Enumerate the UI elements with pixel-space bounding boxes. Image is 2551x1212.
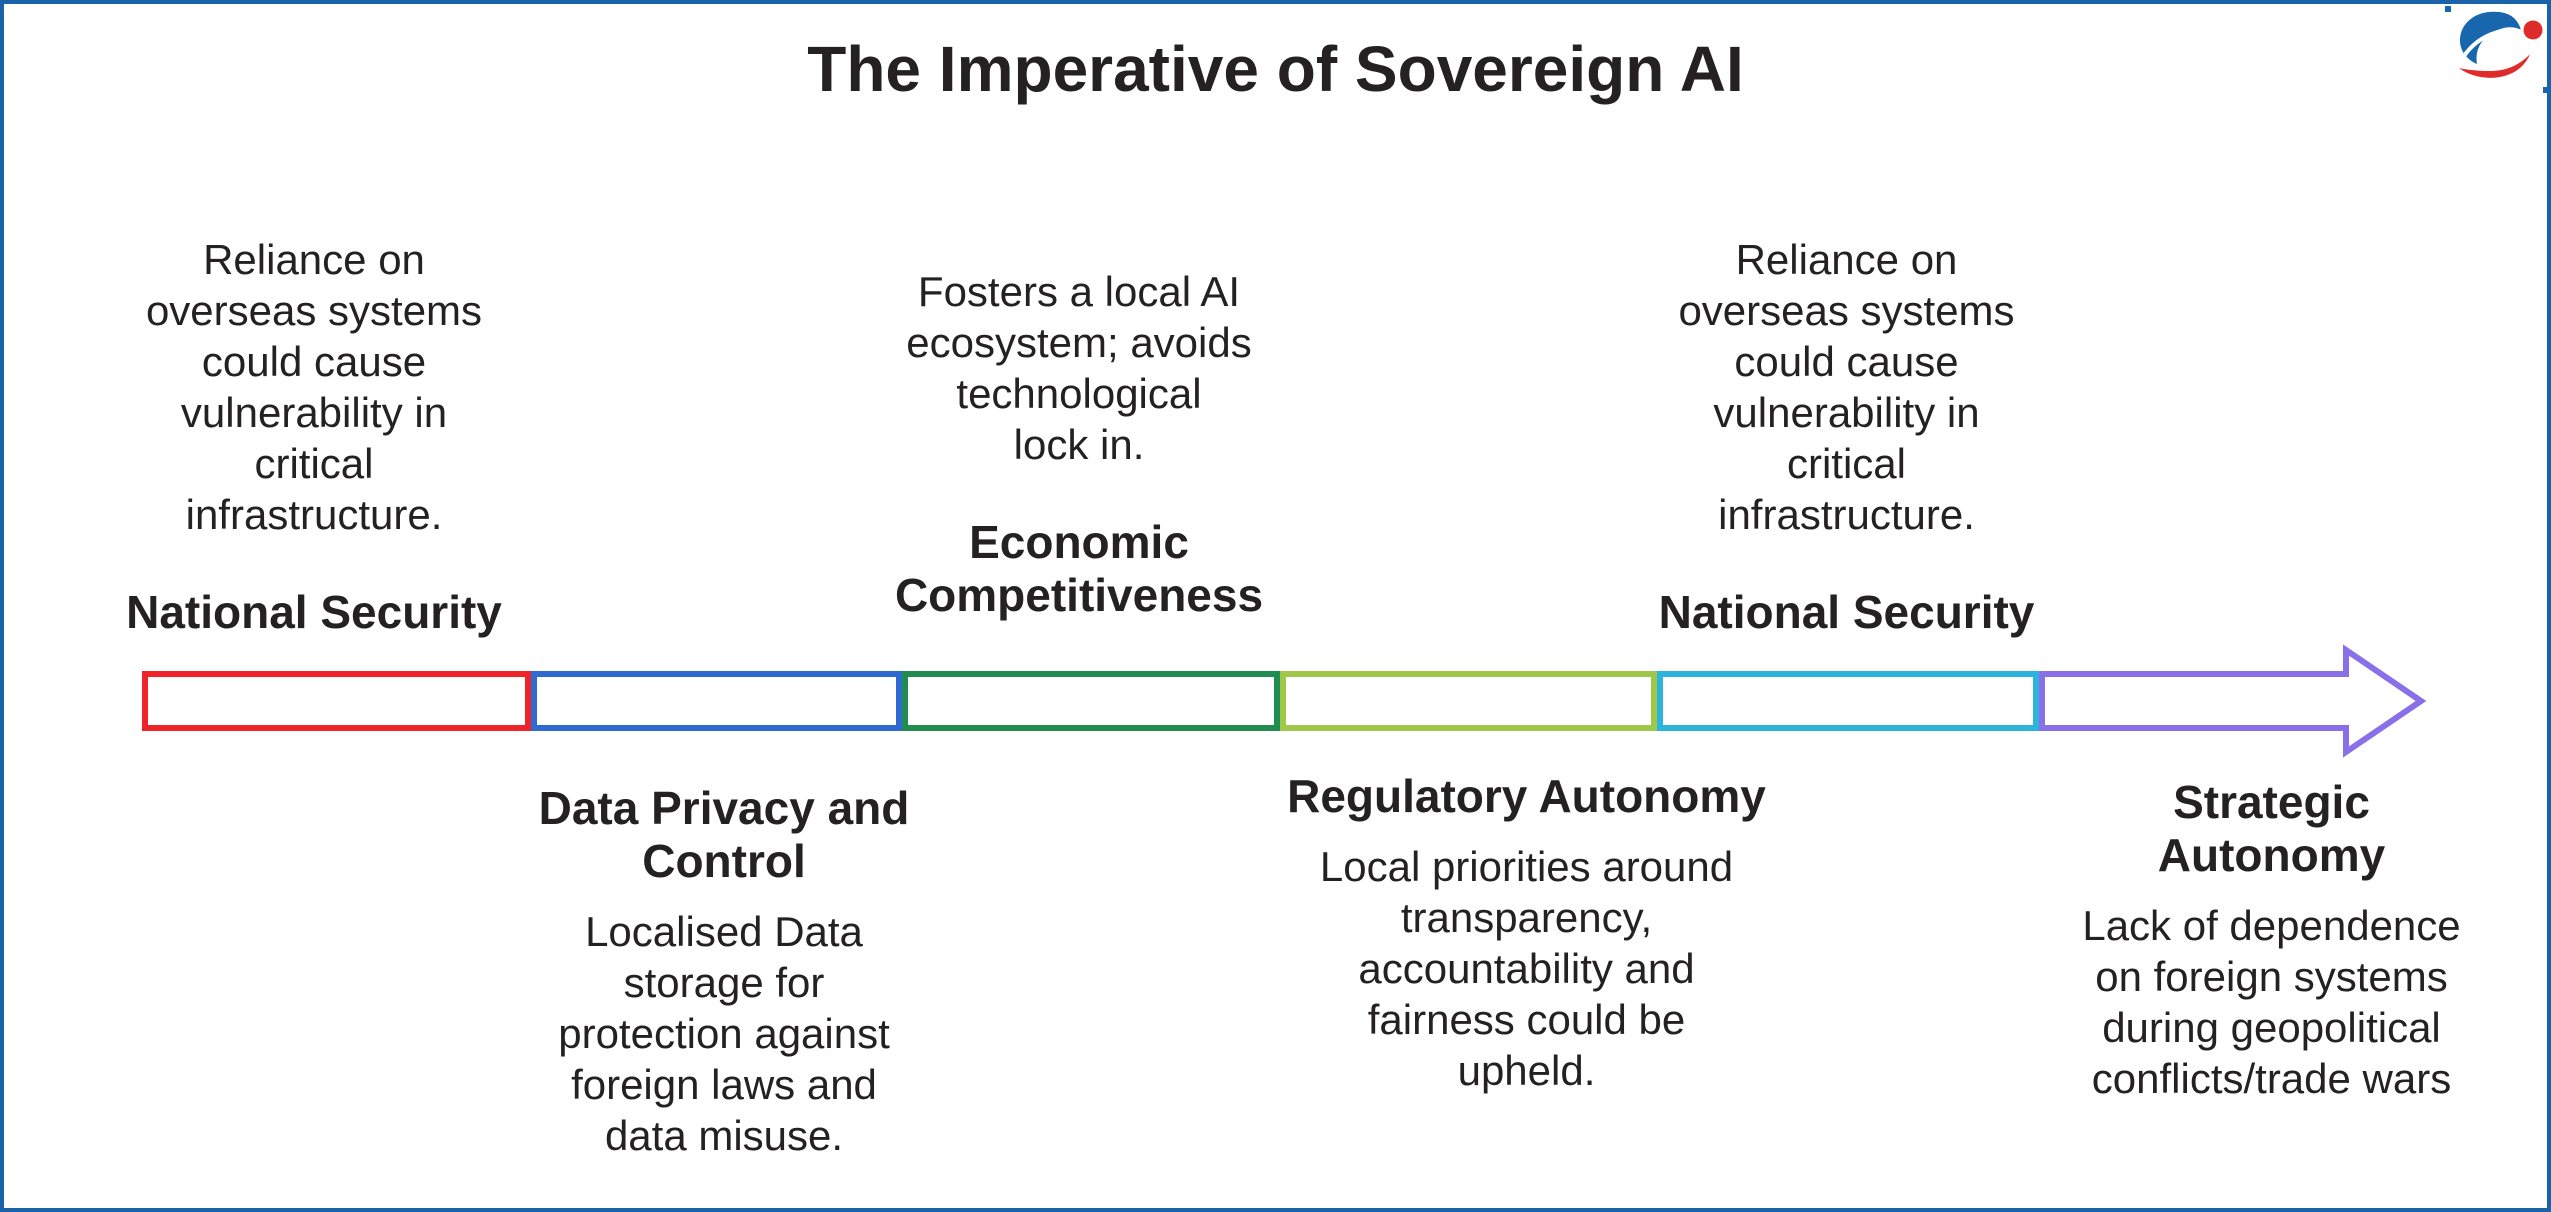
arrow-segment-4 xyxy=(1280,671,1657,731)
page-title: The Imperative of Sovereign AI xyxy=(807,33,1744,105)
block-body-text: Fosters a local AI ecosystem; avoids tec… xyxy=(906,268,1252,468)
logo-white-swoosh xyxy=(2462,28,2525,58)
block-body-text: Reliance on overseas systems could cause… xyxy=(1678,236,2015,538)
logo-blue-sphere xyxy=(2459,11,2521,65)
block-regulatory-autonomy: Regulatory Autonomy Local priorities aro… xyxy=(1239,770,1814,1096)
block-heading: Strategic Autonomy xyxy=(2157,776,2386,881)
logo-red-dot xyxy=(2523,20,2543,40)
arrow-segment-2 xyxy=(531,671,902,731)
company-logo xyxy=(2444,4,2547,95)
block-data-privacy-control: Data Privacy and Control Localised Data … xyxy=(479,782,969,1161)
block-national-security-left: Reliance on overseas systems could cause… xyxy=(74,234,554,639)
block-heading: Economic Competitiveness xyxy=(894,516,1264,621)
block-heading: Data Privacy and Control xyxy=(538,782,910,887)
arrow-head-segment xyxy=(2039,644,2427,758)
block-heading: Regulatory Autonomy xyxy=(1287,770,1766,822)
arrow-segment-5 xyxy=(1657,671,2039,731)
block-body-text: Reliance on overseas systems could cause… xyxy=(145,236,483,538)
arrow-segment-3 xyxy=(902,671,1280,731)
logo-corner-mark xyxy=(2445,6,2451,12)
block-body-text: Localised Data storage for protection ag… xyxy=(558,908,890,1159)
block-body-text: Lack of dependence on foreign systems du… xyxy=(2082,902,2461,1102)
logo-corner-mark xyxy=(2543,87,2547,93)
block-national-security-right: Reliance on overseas systems could cause… xyxy=(1604,234,2089,639)
arrow-segment-1 xyxy=(142,671,531,731)
logo-red-crescent xyxy=(2459,54,2530,78)
block-heading: National Security xyxy=(1658,586,2035,638)
block-body-text: Local priorities around transparency, ac… xyxy=(1319,843,1734,1094)
block-heading: National Security xyxy=(126,586,502,638)
timeline-arrow xyxy=(142,644,2427,758)
block-strategic-autonomy: Strategic Autonomy Lack of dependence on… xyxy=(1989,776,2547,1104)
sphere-swoosh-logo-icon xyxy=(2445,6,2547,93)
block-economic-competitiveness: Fosters a local AI ecosystem; avoids tec… xyxy=(834,266,1324,622)
